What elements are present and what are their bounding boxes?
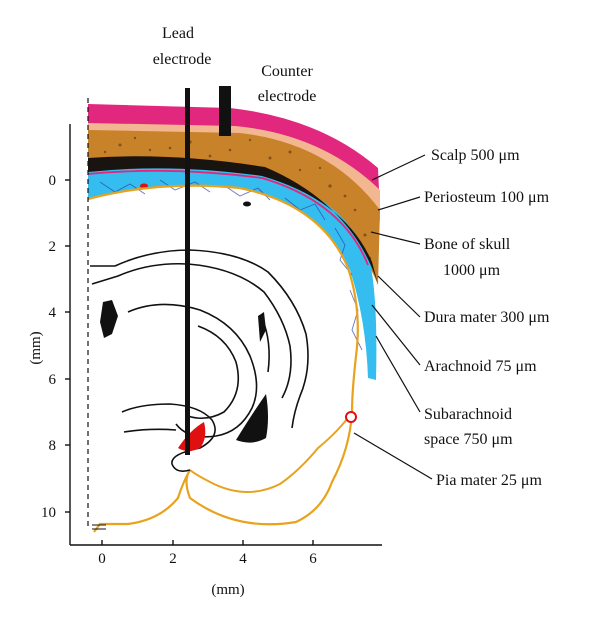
- subarachnoid-label-1: Subarachnoid: [424, 406, 512, 423]
- bone-layer: [88, 130, 380, 285]
- y-axis: 0 2 4 6 8 10 (mm): [28, 124, 71, 545]
- pia-inner-line: [189, 411, 353, 493]
- dura-label: Dura mater 300 μm: [424, 309, 550, 326]
- counter-electrode-label-2: electrode: [258, 88, 317, 105]
- ventricle-right: [236, 394, 268, 443]
- x-tick-4: 4: [239, 551, 247, 567]
- ventral-structure: [121, 403, 216, 472]
- brain-section: [87, 184, 359, 533]
- hippocampus-inner: [187, 325, 240, 420]
- subarachnoid-label-2: space 750 μm: [424, 431, 513, 448]
- periosteum-label: Periosteum 100 μm: [424, 189, 550, 206]
- y-axis-label: (mm): [28, 331, 44, 364]
- y-tick-10: 10: [41, 505, 56, 521]
- lead-electrode-label-2: electrode: [153, 51, 212, 68]
- leader-lines: [353, 154, 433, 480]
- y-tick-6: 6: [49, 372, 57, 388]
- ventricle-left: [100, 300, 118, 338]
- pia-vessel-ring: [345, 411, 357, 423]
- x-axis: 0 2 4 6 (mm): [70, 540, 382, 598]
- lead-electrode: [185, 88, 190, 455]
- periosteum-layer: [88, 123, 380, 222]
- counter-electrode: [219, 86, 231, 136]
- counter-electrode-label-1: Counter: [261, 63, 313, 80]
- ventricle-small: [258, 312, 266, 342]
- black-spot: [243, 201, 251, 207]
- subarachnoid-layer: [88, 166, 377, 380]
- stimulation-target: [178, 422, 206, 451]
- tissue-layers: [87, 104, 380, 380]
- x-axis-label: (mm): [211, 582, 244, 598]
- lower-contour: [123, 428, 177, 433]
- bone-label-1: Bone of skull: [424, 236, 511, 253]
- bone-label-2: 1000 μm: [443, 262, 501, 279]
- y-tick-4: 4: [49, 305, 57, 321]
- y-tick-8: 8: [49, 438, 57, 454]
- arachnoid-label: Arachnoid 75 μm: [424, 358, 537, 375]
- corpus-callosum: [90, 249, 309, 429]
- y-tick-2: 2: [49, 239, 57, 255]
- scalp-label: Scalp 500 μm: [431, 147, 520, 164]
- arachnoid-line: [87, 169, 369, 266]
- cingulum-outline: [91, 262, 292, 399]
- pia-label: Pia mater 25 μm: [436, 472, 542, 489]
- dura-layer: [88, 156, 378, 284]
- x-tick-6: 6: [309, 551, 317, 567]
- x-tick-0: 0: [98, 551, 106, 567]
- pia-mater-outline: [87, 184, 359, 533]
- y-tick-0: 0: [49, 173, 57, 189]
- lead-electrode-label-1: Lead: [162, 25, 194, 42]
- x-tick-2: 2: [169, 551, 177, 567]
